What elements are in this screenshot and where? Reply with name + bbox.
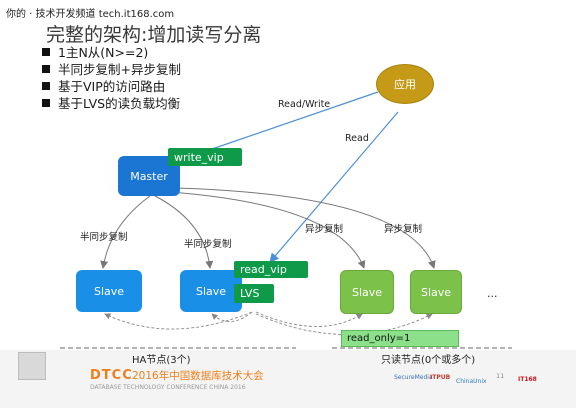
more-nodes-ellipsis: ... xyxy=(487,287,498,300)
edge-lvs-to-slave1 xyxy=(104,311,253,330)
read-only-tag: read_only=1 xyxy=(341,330,459,347)
slave-node-4: Slave xyxy=(410,270,462,314)
slave-node-3: Slave xyxy=(340,270,394,314)
read-vip-tag: read_vip xyxy=(234,261,308,278)
group-label-ha: HA节点(3个) xyxy=(132,355,191,366)
edge-label-async-1: 异步复制 xyxy=(305,224,344,235)
edge-master-to-slave3 xyxy=(169,191,366,269)
footer-band xyxy=(0,350,576,408)
edge-master-to-slave1 xyxy=(100,195,151,269)
bullet-square-icon xyxy=(42,82,50,90)
bullet-item: 半同步复制+异步复制 xyxy=(42,61,181,78)
bullet-item: 基于LVS的读负载均衡 xyxy=(42,95,181,112)
sponsor-logo: IT168 xyxy=(518,376,537,383)
bullet-square-icon xyxy=(42,99,50,107)
dtcc-logo-icon xyxy=(18,352,46,380)
sponsor-logo: ChinaUnix xyxy=(456,378,487,385)
bullet-item: 1主N从(N>=2) xyxy=(42,44,181,61)
edge-lvs-to-slave4 xyxy=(255,313,433,335)
sponsor-logo: SecureMedia xyxy=(394,374,433,381)
bullet-list: 1主N从(N>=2) 半同步复制+异步复制 基于VIP的访问路由 基于LVS的读… xyxy=(42,44,181,112)
dtcc-logo-text: DTCC xyxy=(90,368,133,383)
sponsor-logo: ITPUB xyxy=(430,374,451,381)
watermark-text: 你的 · 技术开发频道 tech.it168.com xyxy=(6,9,175,20)
group-label-readonly: 只读节点(0个或多个) xyxy=(381,355,476,366)
bullet-square-icon xyxy=(42,65,50,73)
watermark-bar: 你的 · 技术开发频道 tech.it168.com xyxy=(0,0,576,22)
slave-node-1: Slave xyxy=(76,270,142,312)
slave-node-2: Slave xyxy=(180,270,242,312)
conference-name: 2016年中国数据库技术大会 xyxy=(132,370,264,382)
bullet-item: 基于VIP的访问路由 xyxy=(42,78,181,95)
write-vip-tag: write_vip xyxy=(168,148,242,166)
edge-label-semi-sync-2: 半同步复制 xyxy=(184,239,232,250)
lvs-tag: LVS xyxy=(234,284,274,303)
edge-label-async-2: 异步复制 xyxy=(384,224,423,235)
master-node: Master xyxy=(118,156,180,196)
edge-app-to-readvip xyxy=(269,111,399,263)
edge-label-read-write: Read/Write xyxy=(278,99,331,110)
app-node: 应用 xyxy=(376,64,434,104)
edge-label-read: Read xyxy=(345,133,369,144)
edge-lvs-to-slave3 xyxy=(255,311,363,327)
edge-master-to-slave4 xyxy=(174,187,436,269)
edge-lvs-to-slave2 xyxy=(211,311,253,322)
page-number: 11 xyxy=(496,372,505,380)
bullet-square-icon xyxy=(42,48,50,56)
edge-master-to-slave2 xyxy=(154,195,214,269)
slide-title: 完整的架构:增加读写分离 xyxy=(46,24,262,46)
edge-label-semi-sync-1: 半同步复制 xyxy=(80,232,128,243)
conference-name-en: DATABASE TECHNOLOGY CONFERENCE CHINA 201… xyxy=(90,384,246,391)
